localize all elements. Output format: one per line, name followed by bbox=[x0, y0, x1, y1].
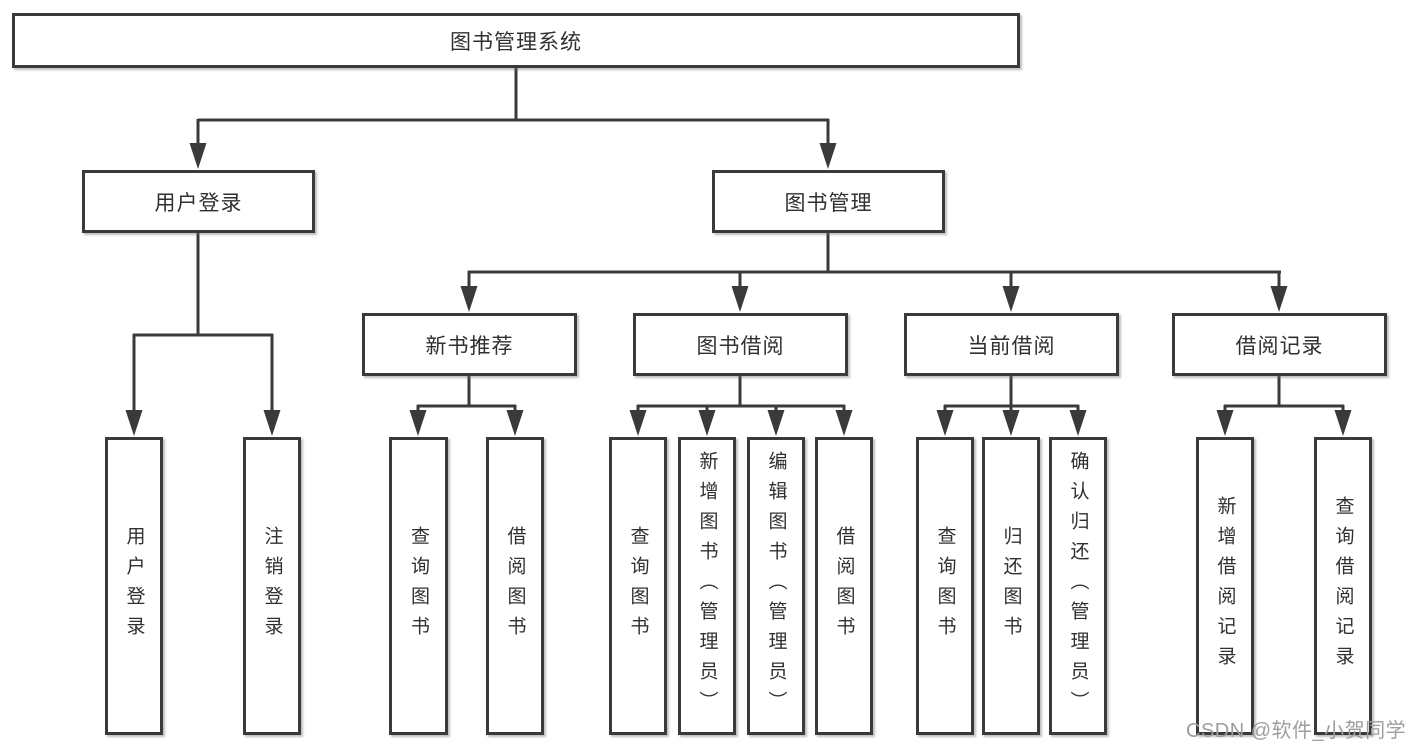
leaf-query-books-current-label: 查询图书 bbox=[934, 526, 956, 646]
connector-book-borrowing-to-leaves bbox=[629, 376, 853, 436]
arrowhead bbox=[263, 410, 281, 436]
arrowhead bbox=[731, 286, 749, 312]
leaf-confirm-return-admin: 确认归还（管理员） bbox=[1049, 437, 1107, 735]
leaf-borrow-books-recommend: 借阅图书 bbox=[486, 437, 544, 735]
connector-borrowing-records-to-leaves bbox=[1216, 376, 1352, 436]
arrowhead bbox=[189, 143, 207, 169]
leaf-user-login: 用户登录 bbox=[105, 437, 163, 735]
arrowhead bbox=[936, 410, 954, 436]
watermark: CSDN @软件_小贺同学 bbox=[1186, 720, 1405, 742]
node-user-login: 用户登录 bbox=[82, 170, 315, 233]
leaf-query-borrow-record: 查询借阅记录 bbox=[1314, 437, 1372, 735]
connector-current-borrowing-to-leaves bbox=[936, 376, 1087, 436]
leaf-return-books-label: 归还图书 bbox=[1000, 526, 1022, 646]
node-book-management-label: 图书管理 bbox=[784, 191, 873, 215]
arrowhead bbox=[409, 410, 427, 436]
connector-new-book-recommendation-to-leaves bbox=[409, 376, 524, 436]
node-borrowing-records: 借阅记录 bbox=[1172, 313, 1387, 376]
node-current-borrowing: 当前借阅 bbox=[904, 313, 1119, 376]
node-user-login-label: 用户登录 bbox=[154, 191, 243, 215]
leaf-edit-books-admin-label: 编辑图书（管理员） bbox=[765, 451, 787, 721]
arrowhead bbox=[767, 410, 785, 436]
leaf-add-borrow-record: 新增借阅记录 bbox=[1196, 437, 1254, 735]
leaf-query-borrow-record-label: 查询借阅记录 bbox=[1332, 496, 1354, 676]
leaf-query-books-current: 查询图书 bbox=[916, 437, 974, 735]
leaf-query-books-recommend: 查询图书 bbox=[389, 437, 448, 735]
leaf-add-borrow-record-label: 新增借阅记录 bbox=[1214, 496, 1236, 676]
node-root: 图书管理系统 bbox=[12, 13, 1020, 68]
node-book-borrowing: 图书借阅 bbox=[633, 313, 848, 376]
node-root-label: 图书管理系统 bbox=[450, 30, 582, 54]
leaf-borrow-books-label: 借阅图书 bbox=[833, 526, 855, 646]
leaf-query-books-borrowing-label: 查询图书 bbox=[627, 526, 649, 646]
arrowhead bbox=[506, 410, 524, 436]
arrowhead bbox=[1002, 286, 1020, 312]
node-borrowing-records-label: 借阅记录 bbox=[1235, 334, 1324, 358]
arrowhead bbox=[125, 410, 143, 436]
arrowhead bbox=[1270, 286, 1288, 312]
arrowhead bbox=[1002, 410, 1020, 436]
arrowhead bbox=[629, 410, 647, 436]
node-book-borrowing-label: 图书借阅 bbox=[696, 334, 785, 358]
leaf-edit-books-admin: 编辑图书（管理员） bbox=[747, 437, 805, 735]
arrowhead bbox=[835, 410, 853, 436]
leaf-add-books-admin: 新增图书（管理员） bbox=[678, 437, 736, 735]
connector-root-to-level2 bbox=[189, 68, 837, 169]
arrowhead bbox=[1216, 410, 1234, 436]
leaf-borrow-books-recommend-label: 借阅图书 bbox=[504, 526, 526, 646]
arrowhead bbox=[698, 410, 716, 436]
node-book-management: 图书管理 bbox=[712, 170, 945, 233]
arrowhead bbox=[1069, 410, 1087, 436]
node-new-book-recommendation: 新书推荐 bbox=[362, 313, 577, 376]
leaf-add-books-admin-label: 新增图书（管理员） bbox=[696, 451, 718, 721]
arrowhead bbox=[460, 286, 478, 312]
leaf-confirm-return-admin-label: 确认归还（管理员） bbox=[1067, 451, 1089, 721]
leaf-user-login-label: 用户登录 bbox=[123, 526, 145, 646]
leaf-borrow-books: 借阅图书 bbox=[815, 437, 873, 735]
node-current-borrowing-label: 当前借阅 bbox=[967, 334, 1056, 358]
leaf-return-books: 归还图书 bbox=[982, 437, 1040, 735]
leaf-logout-label: 注销登录 bbox=[261, 526, 283, 646]
leaf-query-books-recommend-label: 查询图书 bbox=[408, 526, 429, 646]
connector-book-management-to-level3 bbox=[460, 232, 1288, 312]
leaf-query-books-borrowing: 查询图书 bbox=[609, 437, 667, 735]
connector-user-login-to-leaves bbox=[125, 233, 281, 436]
leaf-logout: 注销登录 bbox=[243, 437, 301, 735]
arrowhead bbox=[1334, 410, 1352, 436]
node-new-book-recommendation-label: 新书推荐 bbox=[425, 334, 514, 358]
arrowhead bbox=[819, 143, 837, 169]
